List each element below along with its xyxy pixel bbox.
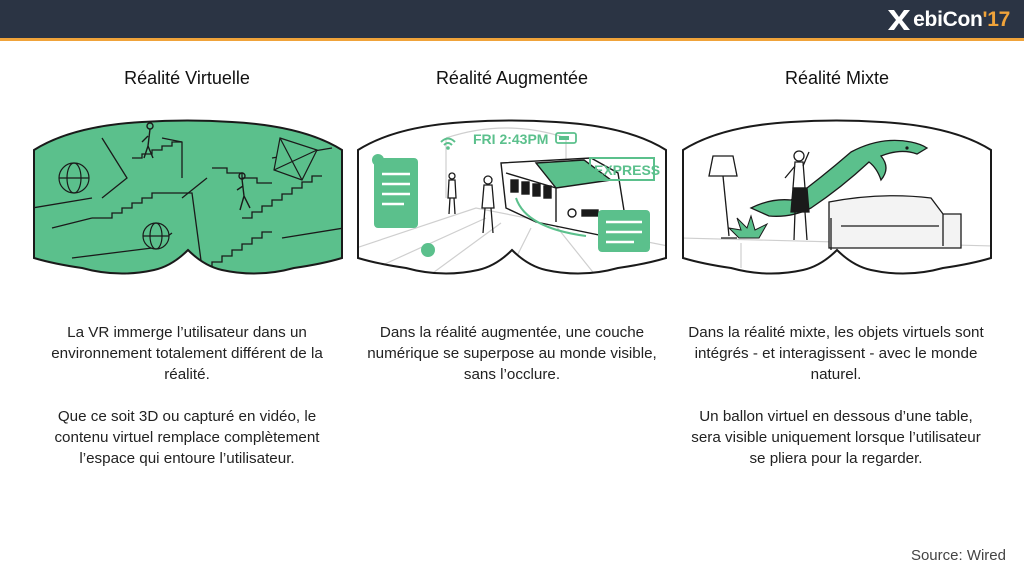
top-bar [0,0,1024,38]
desc-augmented-reality: Dans la réalité augmentée, une couche nu… [362,322,662,406]
title-virtual-reality: Réalité Virtuelle [124,68,250,88]
ar-express-overlay: EXPRESS [594,162,660,178]
logo-year: '17 [982,8,1011,31]
ar-illustration: FRI 2:43PM EXPRESS [357,119,667,275]
xebicon-x-icon [888,10,911,30]
logo-word: ebiCon [913,8,983,31]
title-mixed-reality: Réalité Mixte [784,68,890,88]
desc-vr-paragraph-2: Que ce soit 3D ou capturé en vidéo, le c… [54,408,320,467]
desc-mr-paragraph-1: Dans la réalité mixte, les objets virtue… [688,324,984,383]
title-augmented-reality: Réalité Augmentée [435,68,589,88]
mr-illustration [682,119,992,275]
ar-time-overlay: FRI 2:43PM [473,131,548,147]
desc-vr-paragraph-1: La VR immerge l’utilisateur dans un envi… [51,324,323,383]
desc-ar-paragraph-1: Dans la réalité augmentée, une couche nu… [367,324,657,383]
top-bar-accent-line [0,38,1024,41]
desc-virtual-reality: La VR immerge l’utilisateur dans un envi… [37,322,337,490]
desc-mr-paragraph-2: Un ballon virtuel en dessous d’une table… [691,408,981,467]
desc-mixed-reality: Dans la réalité mixte, les objets virtue… [686,322,986,490]
vr-illustration [33,119,343,275]
xebicon-logo: ebiCon '17 [886,6,1010,34]
source-credit: Source: Wired [910,547,1006,564]
